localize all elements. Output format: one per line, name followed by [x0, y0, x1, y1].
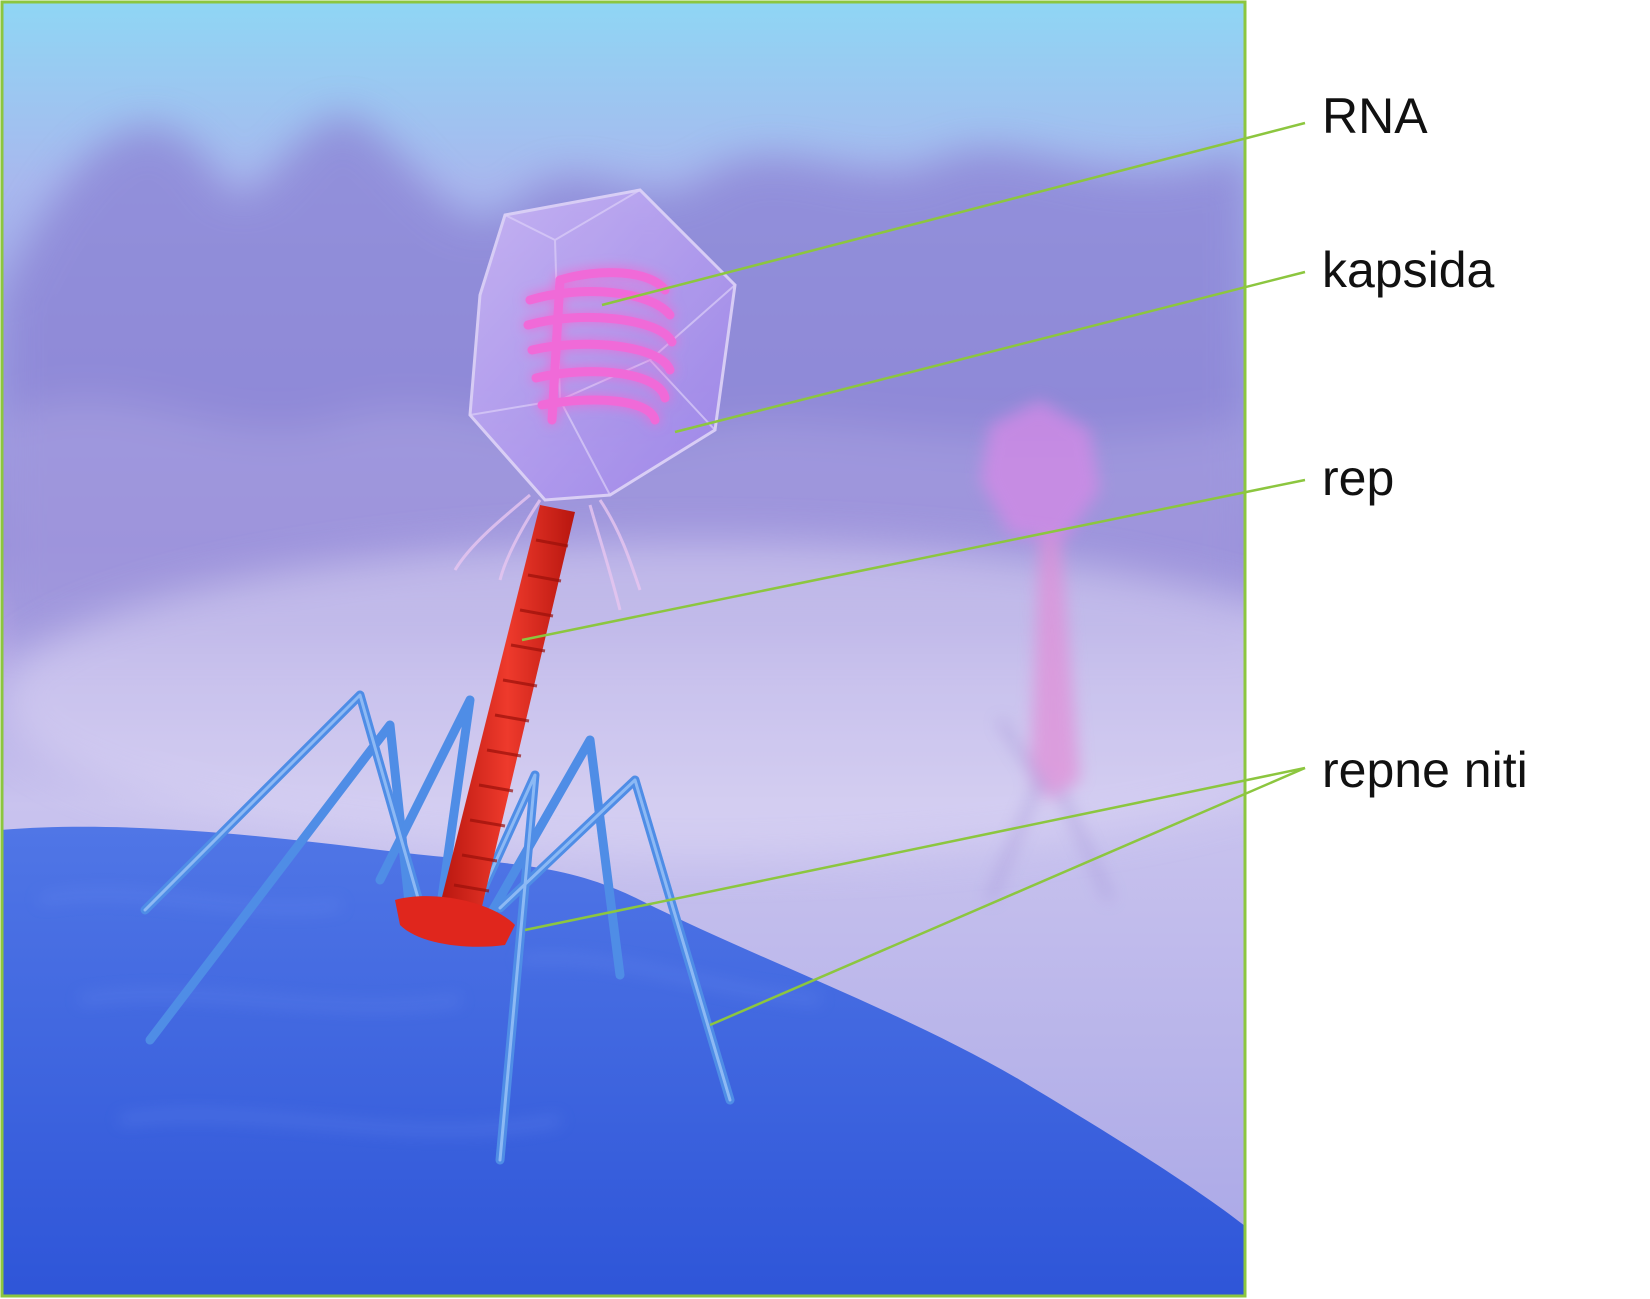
- background-haze: [2, 540, 1245, 860]
- leader-line-fibers-2: [709, 766, 1306, 1027]
- leader-line-rna: [601, 121, 1306, 307]
- label-capsid: kapsida: [1322, 242, 1495, 298]
- cell-surface: [2, 826, 1245, 1296]
- base-plate: [395, 896, 515, 947]
- leader-line-fibers-1: [524, 766, 1306, 932]
- label-tail: rep: [1322, 450, 1394, 506]
- leader-lines: [521, 121, 1306, 1027]
- label-rna: RNA: [1322, 88, 1428, 144]
- leader-line-capsid: [674, 270, 1306, 434]
- leader-line-tail: [521, 478, 1306, 642]
- tail-sheath: [440, 505, 575, 915]
- distant-phage: [980, 400, 1113, 902]
- rna-coil: [523, 268, 677, 425]
- panel-frame: [0, 0, 1247, 1298]
- illustration-panel: [2, 2, 1245, 1296]
- label-tail-fibers: repne niti: [1322, 742, 1528, 798]
- surface-texture: [39, 891, 821, 1133]
- collar-whiskers: [453, 493, 642, 611]
- tail-fibers-highlight: [143, 693, 732, 1162]
- tail-rings: [453, 538, 569, 893]
